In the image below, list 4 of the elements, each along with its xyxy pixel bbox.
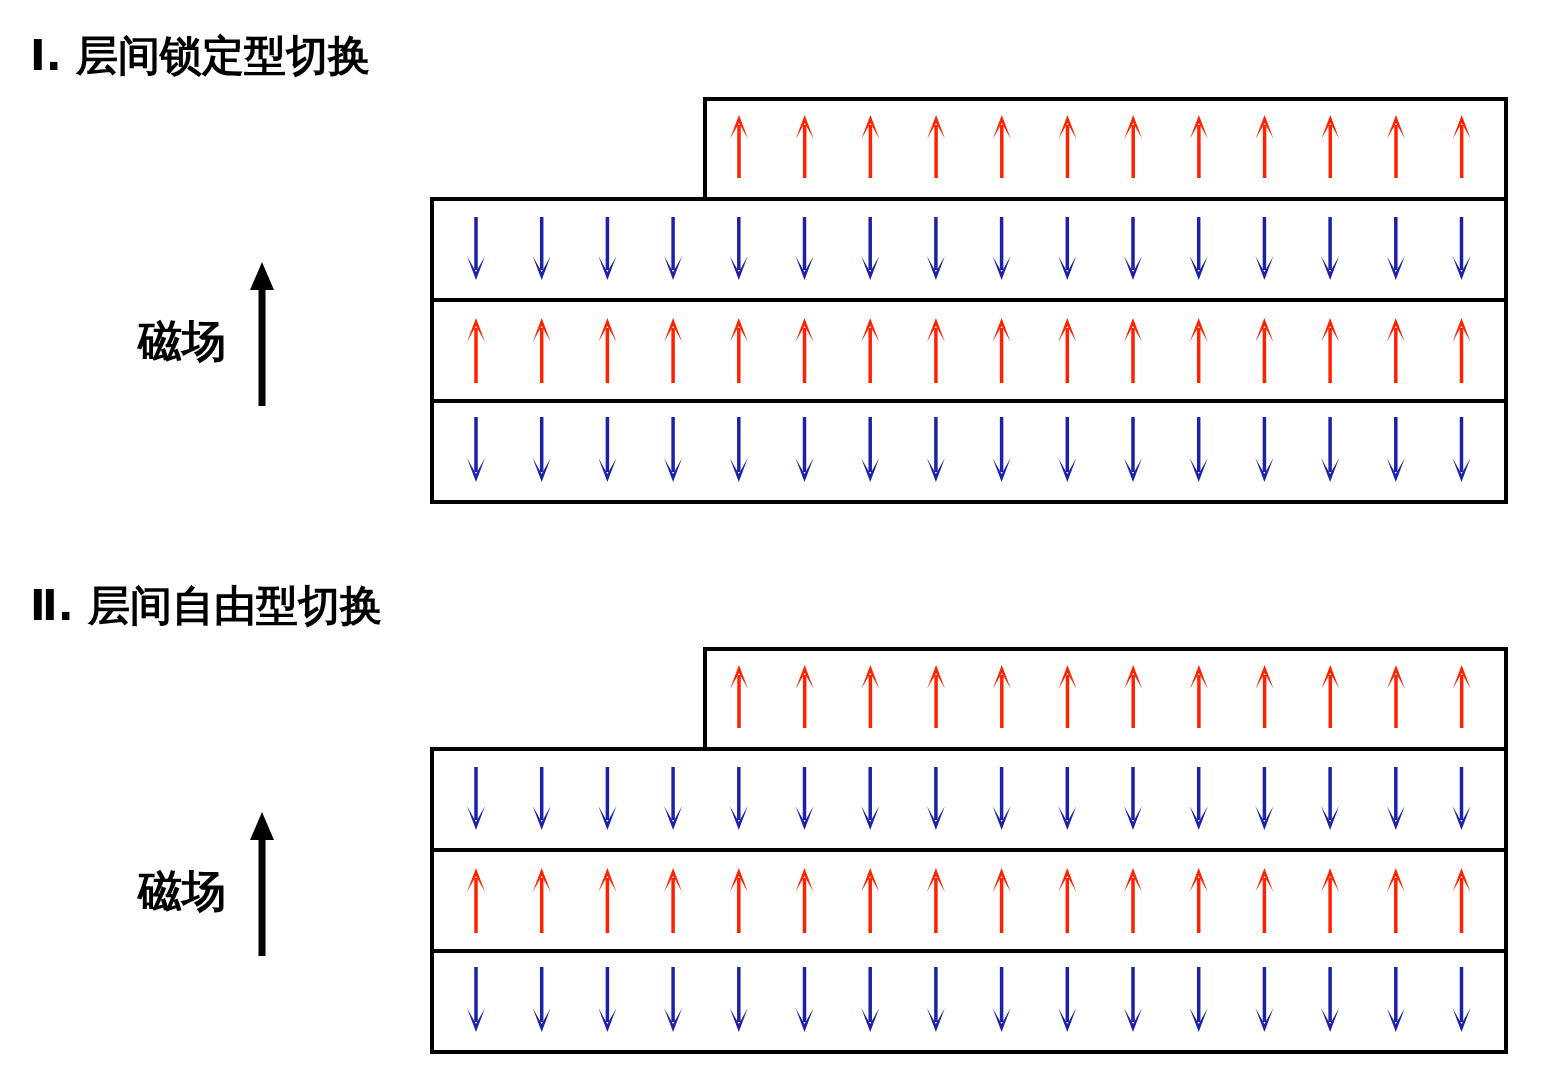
section-title: Ⅱ. 层间自由型切换 — [30, 580, 383, 632]
section-title: Ⅰ. 层间锁定型切换 — [30, 30, 371, 82]
field-label: 磁场 — [138, 314, 226, 368]
field-label: 磁场 — [138, 864, 226, 918]
